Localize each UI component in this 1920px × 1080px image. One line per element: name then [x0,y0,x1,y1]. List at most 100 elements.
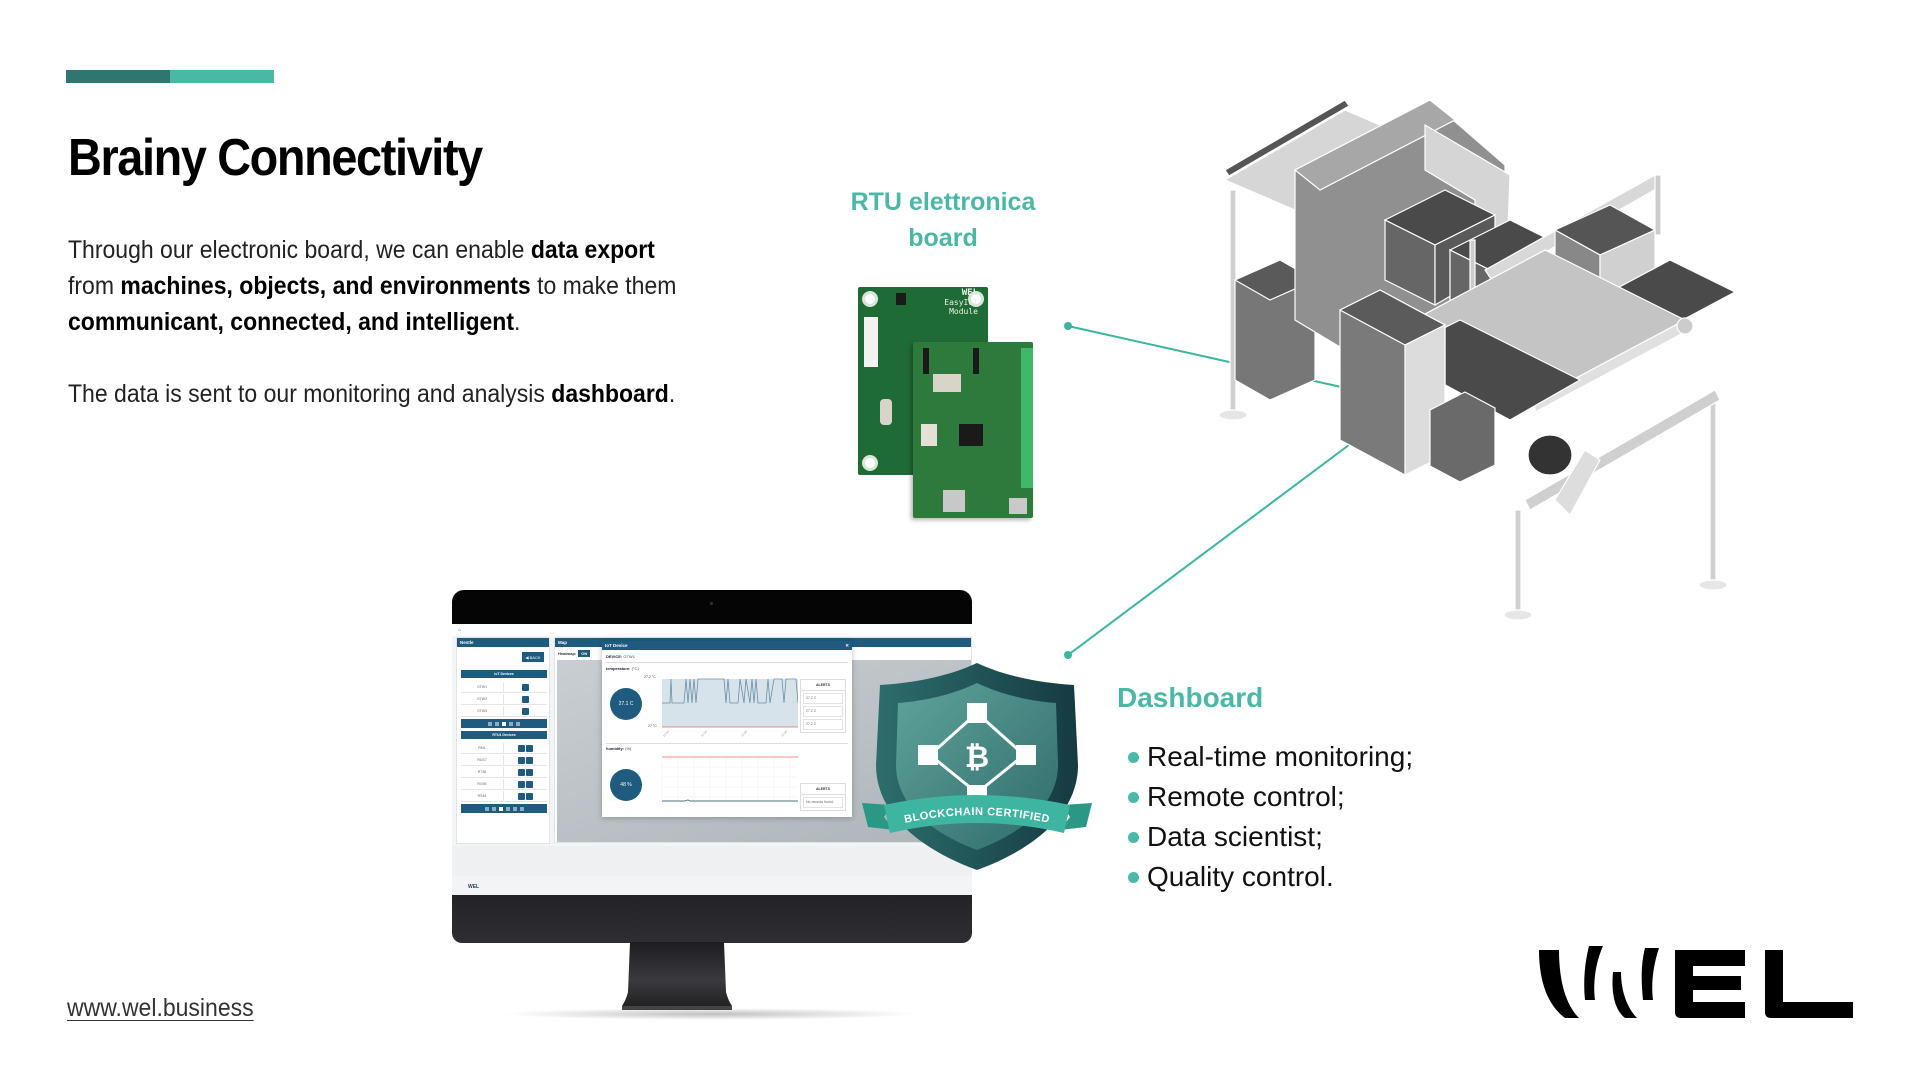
frame-foot [1698,579,1728,591]
dialog-title: IoT Device [605,643,628,648]
roller [1676,317,1694,335]
view-icon[interactable] [526,756,533,764]
device-name: RT36 [461,767,504,777]
device-name: GTW2 [461,694,504,704]
intro-highlight: communicant, connected, and intelligent [68,308,514,336]
back-button[interactable]: ◀ BACK [522,652,544,662]
rtu-label-line-1: RTU elettronica [850,188,1036,216]
heatmap-toggle[interactable]: Heatmap:ON [558,650,591,657]
humidity-chart [661,756,798,803]
search-icon[interactable] [518,780,525,788]
iot-device-row[interactable]: GTW3 [461,706,547,717]
alert-value: 27.2 C [806,722,817,726]
rtu-device-row[interactable]: RM1 [461,743,547,754]
iot-device-row[interactable]: GTW2 [461,694,547,705]
iot-pagination[interactable] [461,719,547,728]
monitor-bezel [452,590,972,624]
motor [1527,434,1573,476]
rtu-device-row[interactable]: RS44 [461,791,547,802]
temp-axis-max: 27.2 °C [644,675,656,679]
temp-series-line [662,678,798,704]
search-icon[interactable] [522,707,529,715]
alert-value: 27.2 C [806,709,817,713]
temperature-label-text: temperature: [606,666,631,671]
temperature-label: temperature: (°C) [606,666,639,671]
search-icon[interactable] [518,792,525,800]
humidity-label: humidity: (%) [606,746,631,751]
camera-icon [710,602,713,605]
view-icon[interactable] [526,768,533,776]
accent-bar-light [170,70,274,83]
alert-item[interactable]: 27.2 C [803,719,843,730]
frame-leg [1514,509,1522,611]
feature-item: Data scientist; [1128,817,1413,857]
search-icon[interactable] [518,744,525,752]
bullet-icon [1128,791,1139,803]
dashboard-sentence-text: The data is sent to our monitoring and a… [68,380,552,408]
header-pins [973,348,979,374]
feature-item: Real-time monitoring; [1128,737,1413,777]
iot-device-row[interactable]: GTW1 [461,682,547,693]
alerts-title: ALERTS [801,784,845,795]
devices-panel-title: Nestle [457,638,549,647]
devices-panel: Nestle ◀ BACK IoT Devices GTW1 GTW2 GTW3… [456,637,550,844]
device-name: RUS7 [461,755,504,765]
search-icon[interactable] [522,683,529,691]
search-icon[interactable] [518,756,525,764]
rtu-devices-header: RTU1 Devices [461,731,547,739]
intro-line-3: communicant, connected, and intelligent. [68,304,712,340]
heatmap-state[interactable]: ON [578,650,591,657]
intro-line-2: from machines, objects, and environments… [68,268,712,304]
temp-axis-min: 27 °C [648,724,657,728]
rtu-device-row[interactable]: RUS7 [461,755,547,766]
temperature-unit: (°C) [631,666,639,671]
mount-hole [862,291,878,307]
device-name: RM1 [461,743,504,753]
left-rail [1224,99,1350,177]
connector-dot [1064,322,1072,330]
bitcoin-icon: ₿ [965,741,989,774]
alert-value: 27.2 C [806,696,817,700]
accent-bar-dark [66,70,170,83]
feature-item: Remote control; [1128,777,1413,817]
search-icon[interactable] [522,695,529,703]
crystal [880,399,892,425]
iot-devices-header: IoT Devices [461,670,547,678]
rtu-label-line-2: board [908,224,978,252]
view-icon[interactable] [526,780,533,788]
dashboard-sentence-end: . [668,380,676,408]
view-icon[interactable] [526,792,533,800]
humidity-label-text: humidity: [606,746,624,751]
mount-hole [968,291,984,307]
rtu-device-row[interactable]: RG94 [461,779,547,790]
intro-line-1: Through our electronic board, we can ena… [68,232,712,268]
cube-icon [1016,745,1036,765]
bullet-icon [1128,831,1139,843]
accent-bar [66,70,274,83]
close-icon[interactable]: ✕ [845,643,849,648]
home-icon[interactable]: ⌂ [458,627,462,633]
humidity-series-line [662,799,798,802]
cube-icon [918,745,938,765]
view-icon[interactable] [526,744,533,752]
alert-item[interactable]: 27.2 C [803,693,843,704]
belt-guard [1554,449,1601,516]
website-link[interactable]: www.wel.business [67,994,254,1022]
temperature-alerts-panel: ALERTS 27.2 C 27.2 C 27.2 C [800,679,846,733]
device-name: GTW3 [461,706,504,716]
monitor-stand [622,942,732,1010]
frame-foot [1503,609,1533,621]
rtu-device-row[interactable]: RT36 [461,767,547,778]
feature-label: Quality control. [1147,861,1334,892]
frame-leg [1709,399,1717,581]
temperature-gauge: 27.1 C [610,688,642,720]
dialog-header: IoT Device ✕ [602,641,852,650]
motor-box [1429,391,1496,483]
device-value: GTW1 [623,654,635,659]
device-id: DEVICE: GTW1 [606,654,635,659]
feature-label: Data scientist; [1147,821,1323,852]
rtu-pagination[interactable] [461,804,547,813]
alert-item[interactable]: 27.2 C [803,706,843,717]
search-icon[interactable] [518,768,525,776]
